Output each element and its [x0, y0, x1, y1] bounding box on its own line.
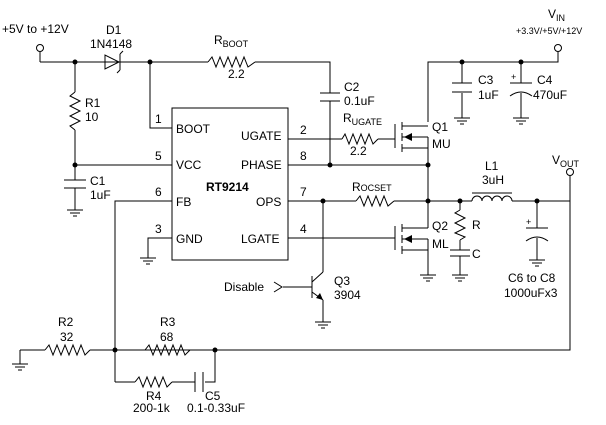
- rocset-ref: ROCSET: [352, 180, 392, 194]
- vout-terminal: [566, 168, 574, 176]
- q3-transistor: [311, 271, 324, 301]
- r1-ref: R1: [85, 96, 101, 110]
- q2-ref: Q2: [432, 219, 448, 233]
- c4-value: 470uF: [533, 88, 567, 102]
- d1-ref: D1: [106, 23, 122, 37]
- r3-resistor: [144, 343, 191, 357]
- c1-ref: C1: [90, 174, 106, 188]
- rugate-resistor: [341, 132, 379, 146]
- pin-name-ops: OPS: [256, 195, 281, 209]
- r1-resistor: [68, 91, 82, 131]
- pin-num-ugate: 2: [300, 123, 307, 137]
- q1-mosfet: [394, 122, 429, 152]
- c1-capacitor: [64, 179, 86, 210]
- q1-ref: Q1: [432, 120, 448, 134]
- rugate-ref: RUGATE: [343, 111, 382, 127]
- ground-icon-c1: [67, 209, 83, 217]
- r2-ref: R2: [58, 315, 74, 329]
- r1-value: 10: [85, 110, 99, 124]
- pin-num-vcc: 5: [155, 149, 162, 163]
- c5-ref: C5: [205, 389, 221, 403]
- c1-value: 1uF: [90, 188, 111, 202]
- pin-name-fb: FB: [176, 195, 191, 209]
- r4-ref: R4: [146, 389, 162, 403]
- pin-name-gnd: GND: [176, 232, 203, 246]
- c3-capacitor: [452, 82, 472, 93]
- vin-supply-terminal: [36, 44, 44, 52]
- ground-icon-snubber: [452, 274, 468, 282]
- pin-num-gnd: 3: [155, 222, 162, 236]
- q2-value: ML: [432, 237, 449, 251]
- ground-icon-gnd: [140, 257, 156, 265]
- l1-ref: L1: [485, 159, 499, 173]
- pin-name-phase: PHASE: [241, 158, 282, 172]
- vin-rating: +3.3V/+5V/+12V: [516, 26, 582, 36]
- vin-terminal: [554, 44, 562, 52]
- svg-text:+: +: [511, 72, 516, 82]
- c2-ref: C2: [344, 80, 360, 94]
- r3-value: 68: [160, 330, 174, 344]
- snubber-resistor: [453, 209, 467, 241]
- snubber-capacitor: [450, 249, 470, 257]
- q1-value: MU: [432, 137, 451, 151]
- ground-icon-c6: [529, 259, 545, 267]
- c2-value: 0.1uF: [344, 94, 375, 108]
- pin-num-lgate: 4: [300, 222, 307, 236]
- ground-icon-c4: [513, 117, 529, 125]
- c6-c8-ref: C6 to C8: [508, 271, 556, 285]
- snubber-r-ref: R: [472, 218, 481, 232]
- pin-name-ugate: UGATE: [241, 129, 281, 143]
- q2-mosfet: [394, 224, 429, 254]
- c4-capacitor: +: [509, 72, 533, 97]
- rboot-ref: RBOOT: [214, 33, 249, 49]
- c2-capacitor: [320, 92, 340, 108]
- r2-value: 32: [60, 330, 74, 344]
- l1-inductor: [471, 195, 513, 202]
- ground-icon-q3: [315, 321, 331, 329]
- c3-value: 1uF: [478, 88, 499, 102]
- ground-icon-q2: [420, 274, 436, 282]
- vout-label: VOUT: [552, 153, 580, 169]
- r2-resistor: [44, 343, 91, 357]
- svg-text:+: +: [526, 217, 531, 227]
- disable-label: Disable: [224, 280, 264, 294]
- rugate-value: 2.2: [350, 144, 367, 158]
- supply-in-label: +5V to +12V: [2, 22, 69, 36]
- c3-ref: C3: [478, 73, 494, 87]
- pin-num-fb: 6: [155, 185, 162, 199]
- pin-name-boot: BOOT: [176, 122, 211, 136]
- rboot-resistor: [207, 55, 256, 69]
- disable-arrow-icon: [273, 281, 283, 293]
- rocset-resistor: [355, 194, 395, 208]
- l1-value: 3uH: [482, 173, 504, 187]
- q3-ref: Q3: [334, 274, 350, 288]
- c6-c8-capacitor: +: [525, 217, 549, 242]
- pin-num-ops: 7: [300, 185, 307, 199]
- junction-dots: [72, 59, 540, 353]
- ground-icon-c3: [454, 117, 470, 125]
- c5-value: 0.1-0.33uF: [187, 401, 245, 415]
- q3-value: 3904: [334, 288, 361, 302]
- r4-value: 200-1k: [133, 401, 171, 415]
- pin-num-boot: 1: [155, 112, 162, 126]
- c6-c8-value: 1000uFx3: [504, 286, 558, 300]
- wires: [20, 52, 571, 383]
- c5-capacitor: [194, 372, 204, 392]
- r3-ref: R3: [160, 315, 176, 329]
- ic-name: RT9214: [206, 180, 249, 194]
- snubber-c-ref: C: [472, 247, 481, 261]
- pin-name-lgate: LGATE: [241, 232, 279, 246]
- c4-ref: C4: [537, 73, 553, 87]
- r4-resistor: [134, 375, 173, 389]
- vin-label: VIN: [548, 7, 565, 23]
- ic-rt9214: RT9214 BOOT VCC FB GND UGATE PHASE OPS L…: [155, 107, 307, 261]
- rboot-value: 2.2: [228, 67, 245, 81]
- ground-icon-r2: [12, 350, 28, 371]
- pin-name-vcc: VCC: [176, 158, 202, 172]
- diode-d1: [104, 50, 124, 74]
- d1-value: 1N4148: [90, 37, 132, 51]
- pin-num-phase: 8: [300, 149, 307, 163]
